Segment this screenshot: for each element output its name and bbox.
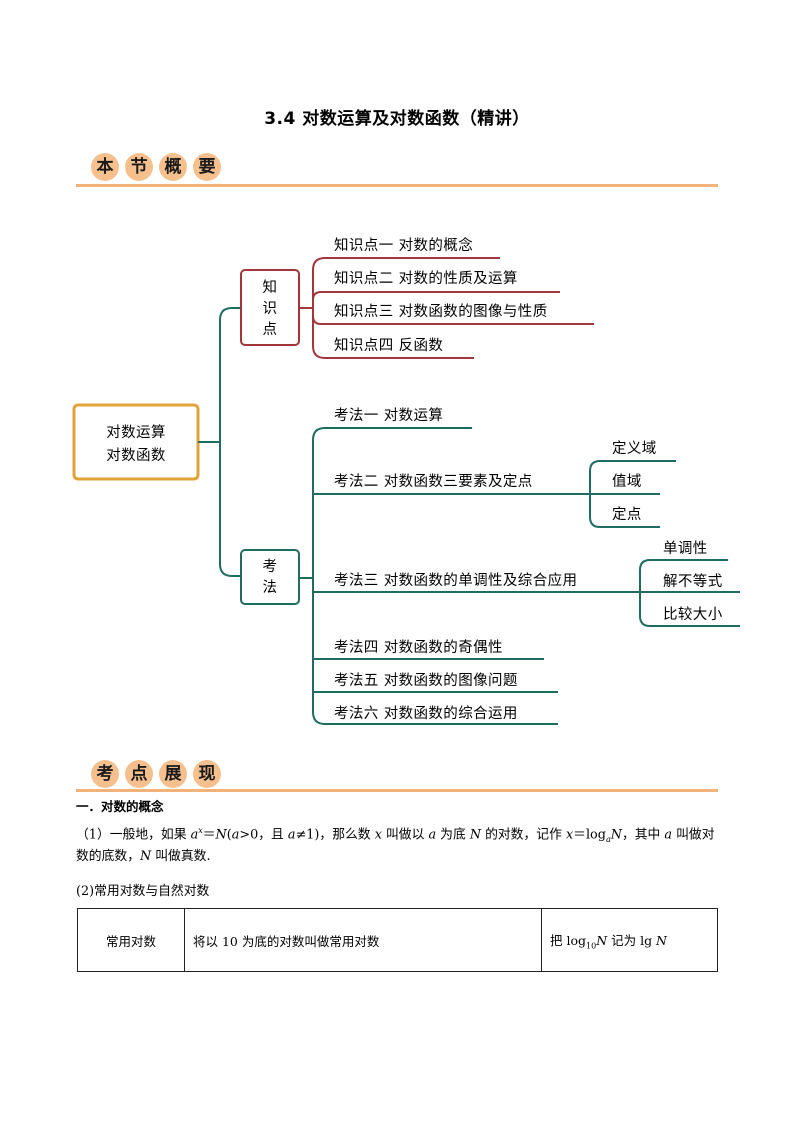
text-run: ，其中: [621, 827, 665, 843]
table-cell: 常用对数: [77, 908, 185, 972]
method-item-4: 考法四 对数函数的奇偶性: [334, 639, 503, 656]
method2-sub-2: 值域: [612, 473, 642, 490]
var-N: N: [596, 932, 608, 948]
var-N: N: [656, 932, 667, 948]
section-char: 现: [193, 760, 221, 788]
section-header-overview: 本 节 概 要: [91, 153, 221, 181]
table-cell: 把 log10N 记为 lg N: [541, 908, 718, 972]
section-divider: [76, 789, 718, 792]
text-run: 把 log: [550, 932, 586, 948]
knowledge-item-4: 知识点四 反函数: [334, 337, 443, 354]
section-char: 展: [159, 760, 187, 788]
knowledge-box-char: 知: [263, 279, 278, 296]
section-header-points: 考 点 展 现: [91, 760, 221, 788]
text-run: 叫做真数.: [151, 849, 211, 864]
method-item-1: 考法一 对数运算: [334, 407, 443, 424]
section-char: 点: [125, 760, 153, 788]
text-run: 叫做对: [672, 827, 715, 843]
text-run: 叫做以: [381, 827, 429, 843]
heading-log-concept: 一．对数的概念: [76, 799, 164, 814]
table-row: 常用对数 将以 10 为底的对数叫做常用对数 把 log10N 记为 lg N: [77, 908, 718, 972]
text-run: ＝log: [573, 827, 606, 843]
log-base: 10: [586, 941, 597, 951]
knowledge-box-char: 识: [263, 300, 278, 317]
section-divider: [76, 184, 718, 187]
knowledge-box-char: 点: [263, 321, 278, 338]
var-N: N: [215, 827, 227, 843]
text-run: ≠1)，那么数: [295, 827, 375, 843]
method3-sub-2: 解不等式: [663, 572, 723, 590]
section-char: 本: [91, 153, 119, 181]
method2-sub-1: 定义域: [612, 440, 657, 457]
var-N: N: [610, 827, 622, 843]
knowledge-item-2: 知识点二 对数的性质及运算: [334, 270, 518, 287]
mind-map: 对数运算 对数函数 知 识 点 知识点一 对数的概念 知识点二 对数的性质及运算…: [72, 236, 740, 725]
paragraph-definition: （1）一般地，如果 ax＝N(a>0，且 a≠1)，那么数 x 叫做以 a 为底…: [76, 818, 726, 853]
method-item-2: 考法二 对数函数三要素及定点: [334, 473, 533, 490]
section-char: 节: [125, 153, 153, 181]
root-label-line2: 对数函数: [106, 447, 166, 464]
text-run: ＝: [202, 827, 216, 843]
log-table: 常用对数 将以 10 为底的对数叫做常用对数 把 log10N 记为 lg N: [77, 908, 718, 972]
root-label-line1: 对数运算: [106, 424, 166, 441]
var-x: x: [374, 827, 382, 843]
var-x: x: [198, 826, 203, 835]
root-box: [72, 403, 200, 481]
log-base: a: [606, 835, 611, 844]
method2-sub-3: 定点: [612, 506, 642, 523]
section-char: 概: [159, 153, 187, 181]
var-x-sup: x: [198, 826, 203, 835]
var-a: a: [428, 827, 437, 843]
knowledge-item-1: 知识点一 对数的概念: [334, 236, 473, 254]
method3-sub-3: 比较大小: [663, 605, 723, 623]
text-run: （1）一般地，如果: [76, 827, 191, 843]
section-char: 考: [91, 760, 119, 788]
var-x: x: [565, 827, 574, 843]
method-item-5: 考法五 对数函数的图像问题: [334, 672, 518, 689]
method3-sub-1: 单调性: [663, 540, 708, 557]
var-a: a: [231, 827, 240, 843]
method-item-6: 考法六 对数函数的综合运用: [334, 705, 518, 722]
method-item-3: 考法三 对数函数的单调性及综合应用: [334, 571, 577, 589]
knowledge-item-3: 知识点三 对数函数的图像与性质: [334, 303, 548, 320]
text-run: >0，且: [239, 827, 288, 843]
table-cell: 将以 10 为底的对数叫做常用对数: [184, 908, 542, 972]
method-box-char: 法: [263, 579, 278, 596]
var-N: N: [139, 849, 152, 864]
subheading-common-natural-log: (2)常用对数与自然对数: [76, 884, 210, 899]
var-a: a: [664, 827, 673, 843]
var-N: N: [469, 827, 482, 843]
page-title: 3.4 对数运算及对数函数（精讲）: [264, 109, 530, 129]
var-a: a: [190, 827, 199, 843]
text-run: 记为 lg: [607, 932, 657, 948]
var-a: a: [287, 827, 296, 843]
method-box-char: 考: [263, 558, 278, 575]
text-run: 数的底数，: [76, 849, 140, 864]
var-a: a: [605, 834, 611, 844]
text-run: 为底: [436, 827, 470, 843]
paragraph-definition-line2: 数的底数，N 叫做真数.: [76, 844, 211, 870]
text-run: 的对数，记作: [481, 827, 566, 843]
section-char: 要: [193, 153, 221, 181]
text-run: (: [226, 827, 232, 843]
